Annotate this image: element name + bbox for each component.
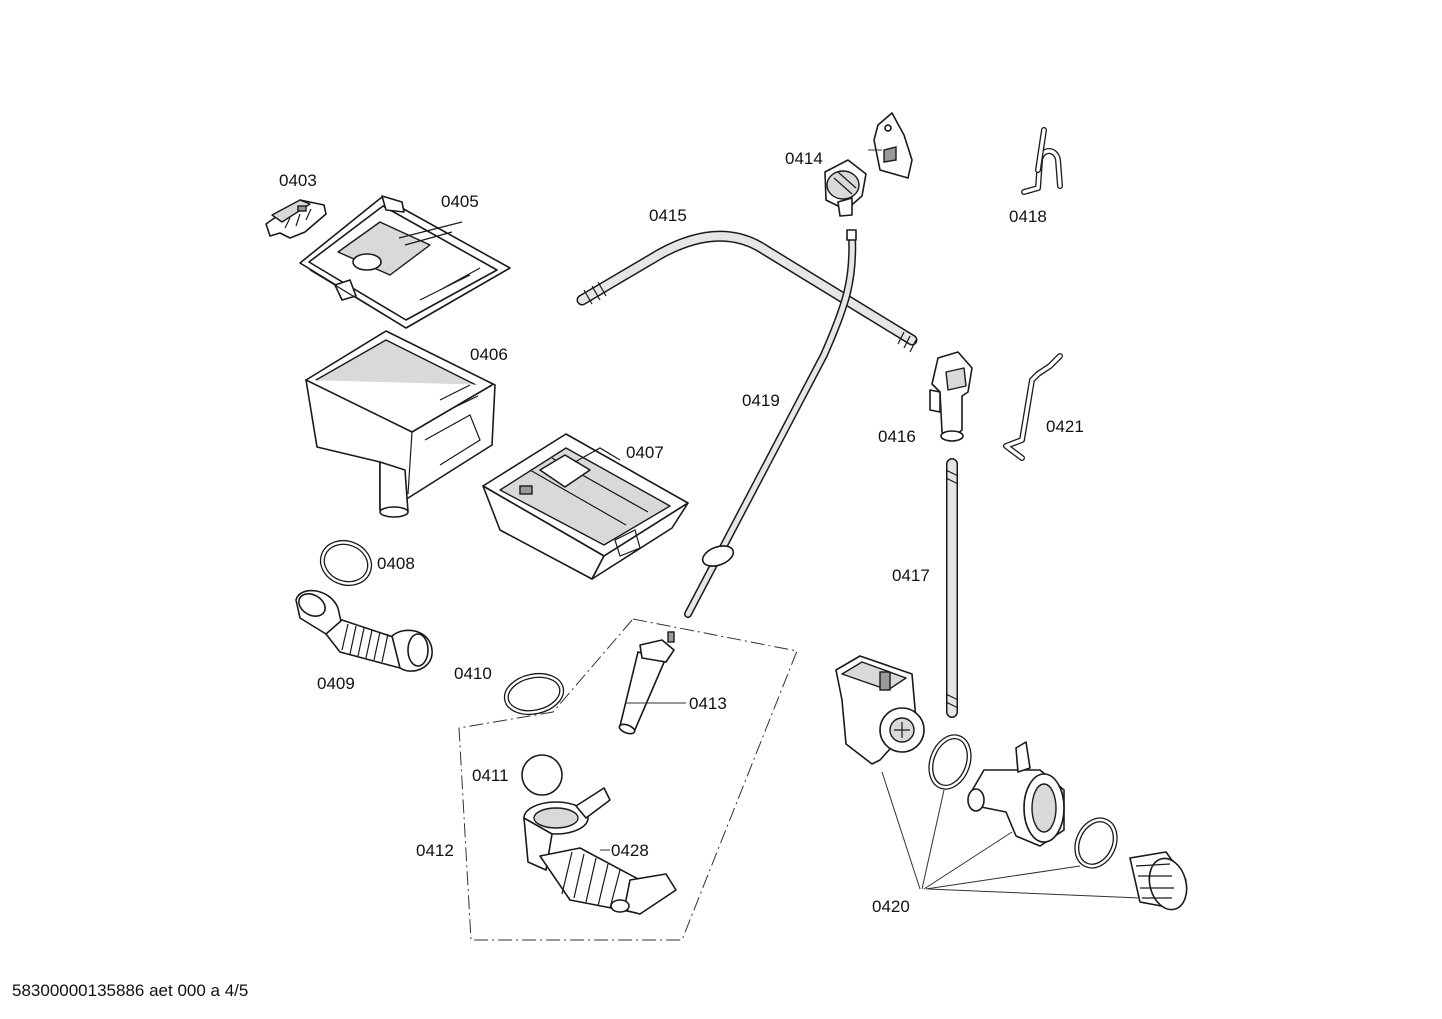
part-0421-wire-bracket-drawing — [1003, 353, 1063, 461]
part-0407-detergent-drawer-drawing — [482, 433, 689, 580]
label-0428: 0428 — [611, 841, 649, 860]
label-0421: 0421 — [1046, 417, 1084, 436]
leader-lines — [600, 149, 1141, 899]
part-0420-filter-ring-drawing — [1074, 817, 1118, 869]
part-0420-filter-drawing — [1129, 851, 1188, 911]
part-0413-float-sensor-drawing — [618, 631, 675, 735]
part-0420-pump-housing-drawing — [967, 741, 1065, 847]
label-0420: 0420 — [872, 897, 910, 916]
part-0420-drain-pump-drawing — [835, 655, 925, 765]
label-0409: 0409 — [317, 674, 355, 693]
part-0408-o-ring-drawing — [319, 539, 373, 587]
part-0418-clip-drawing — [1021, 127, 1063, 195]
part-0414-mounting-plate-drawing — [873, 112, 913, 179]
part-0415-hose-drawing — [576, 230, 918, 353]
label-0417: 0417 — [892, 566, 930, 585]
part-0409-bellows-hose-drawing — [295, 589, 433, 672]
label-0413: 0413 — [689, 694, 727, 713]
part-0403-bracket-drawing — [265, 199, 327, 239]
label-0407: 0407 — [626, 443, 664, 462]
part-0417-straight-hose-drawing — [945, 458, 959, 718]
label-0416: 0416 — [878, 427, 916, 446]
label-0403: 0403 — [279, 171, 317, 190]
document-id: 58300000135886 aet 000 a 4/5 — [12, 981, 249, 1000]
label-0408: 0408 — [377, 554, 415, 573]
part-0428-sump-hose-drawing — [523, 787, 677, 915]
label-0418: 0418 — [1009, 207, 1047, 226]
label-0414: 0414 — [785, 149, 823, 168]
part-0414-pressure-switch-drawing — [824, 159, 867, 217]
part-0411-ball-drawing — [521, 754, 563, 796]
label-0419: 0419 — [742, 391, 780, 410]
label-0410: 0410 — [454, 664, 492, 683]
label-0405: 0405 — [441, 192, 479, 211]
label-0406: 0406 — [470, 345, 508, 364]
label-0415: 0415 — [649, 206, 687, 225]
label-0411: 0411 — [472, 766, 509, 785]
part-0412-assembly-outline — [458, 618, 798, 941]
part-0405-dispenser-frame-drawing — [299, 195, 511, 329]
part-0406-dispenser-housing-drawing — [305, 330, 496, 518]
part-0420-seal-ring-drawing — [928, 734, 972, 790]
part-0416-air-trap-drawing — [929, 351, 973, 442]
label-0412: 0412 — [416, 841, 454, 860]
part-0410-ring-drawing — [503, 672, 565, 716]
part-0419-tube-drawing — [684, 229, 857, 618]
